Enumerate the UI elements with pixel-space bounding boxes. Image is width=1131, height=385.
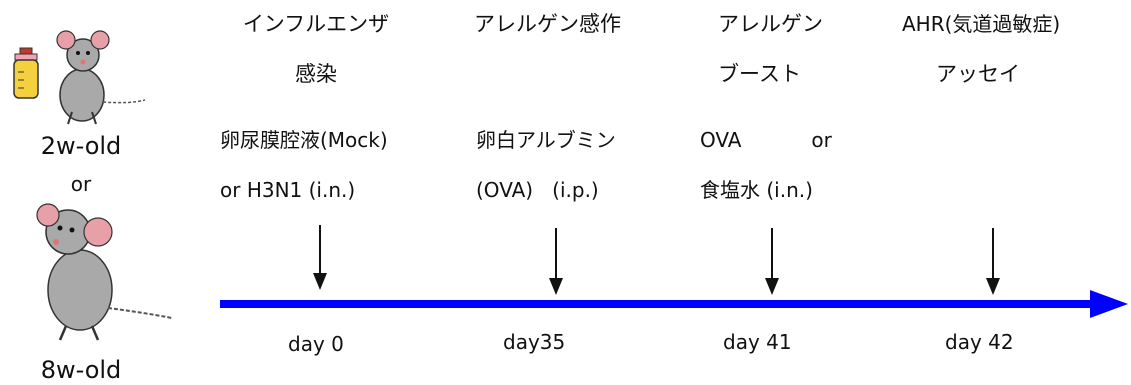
step-detail-line1: 卵白アルブミン: [476, 128, 616, 152]
step-detail-line1: OVA or: [700, 128, 832, 152]
step-detail-line2: (OVA) (i.p.): [476, 178, 599, 202]
step-day-label: day 41: [723, 330, 792, 354]
baby-bottle-icon: [13, 47, 39, 99]
step-detail-line2: 食塩水 (i.n.): [700, 178, 813, 202]
adult-age-label: 8w-old: [40, 356, 122, 384]
step-title-line1: アレルゲン感作: [474, 12, 621, 36]
step-day-label: day 42: [945, 330, 1014, 354]
step-day-label: day 0: [288, 332, 344, 356]
step-arrow: [313, 225, 327, 290]
young-mouse-icon: [56, 30, 146, 125]
timeline-arrowhead: [1090, 290, 1128, 318]
young-age-label: 2w-old: [40, 132, 122, 160]
step-detail-line2: or H3N1 (i.n.): [220, 178, 356, 202]
step-day-label: day35: [503, 330, 566, 354]
step-title-line2: ブースト: [718, 62, 801, 86]
step-title-line2: 感染: [295, 62, 337, 86]
adult-mouse-icon: [36, 203, 173, 341]
step-detail-line1: 卵尿膜腔液(Mock): [220, 128, 388, 152]
or-label: or: [70, 172, 92, 196]
step-arrow: [549, 228, 563, 295]
step-arrow: [986, 228, 1000, 295]
step-title-line2: アッセイ: [936, 62, 1020, 86]
step-title-line1: インフルエンザ: [242, 12, 390, 36]
step-arrow: [765, 228, 779, 295]
step-title-line1: AHR(気道過敏症): [902, 12, 1061, 36]
step-title-line1: アレルゲン: [718, 12, 823, 36]
